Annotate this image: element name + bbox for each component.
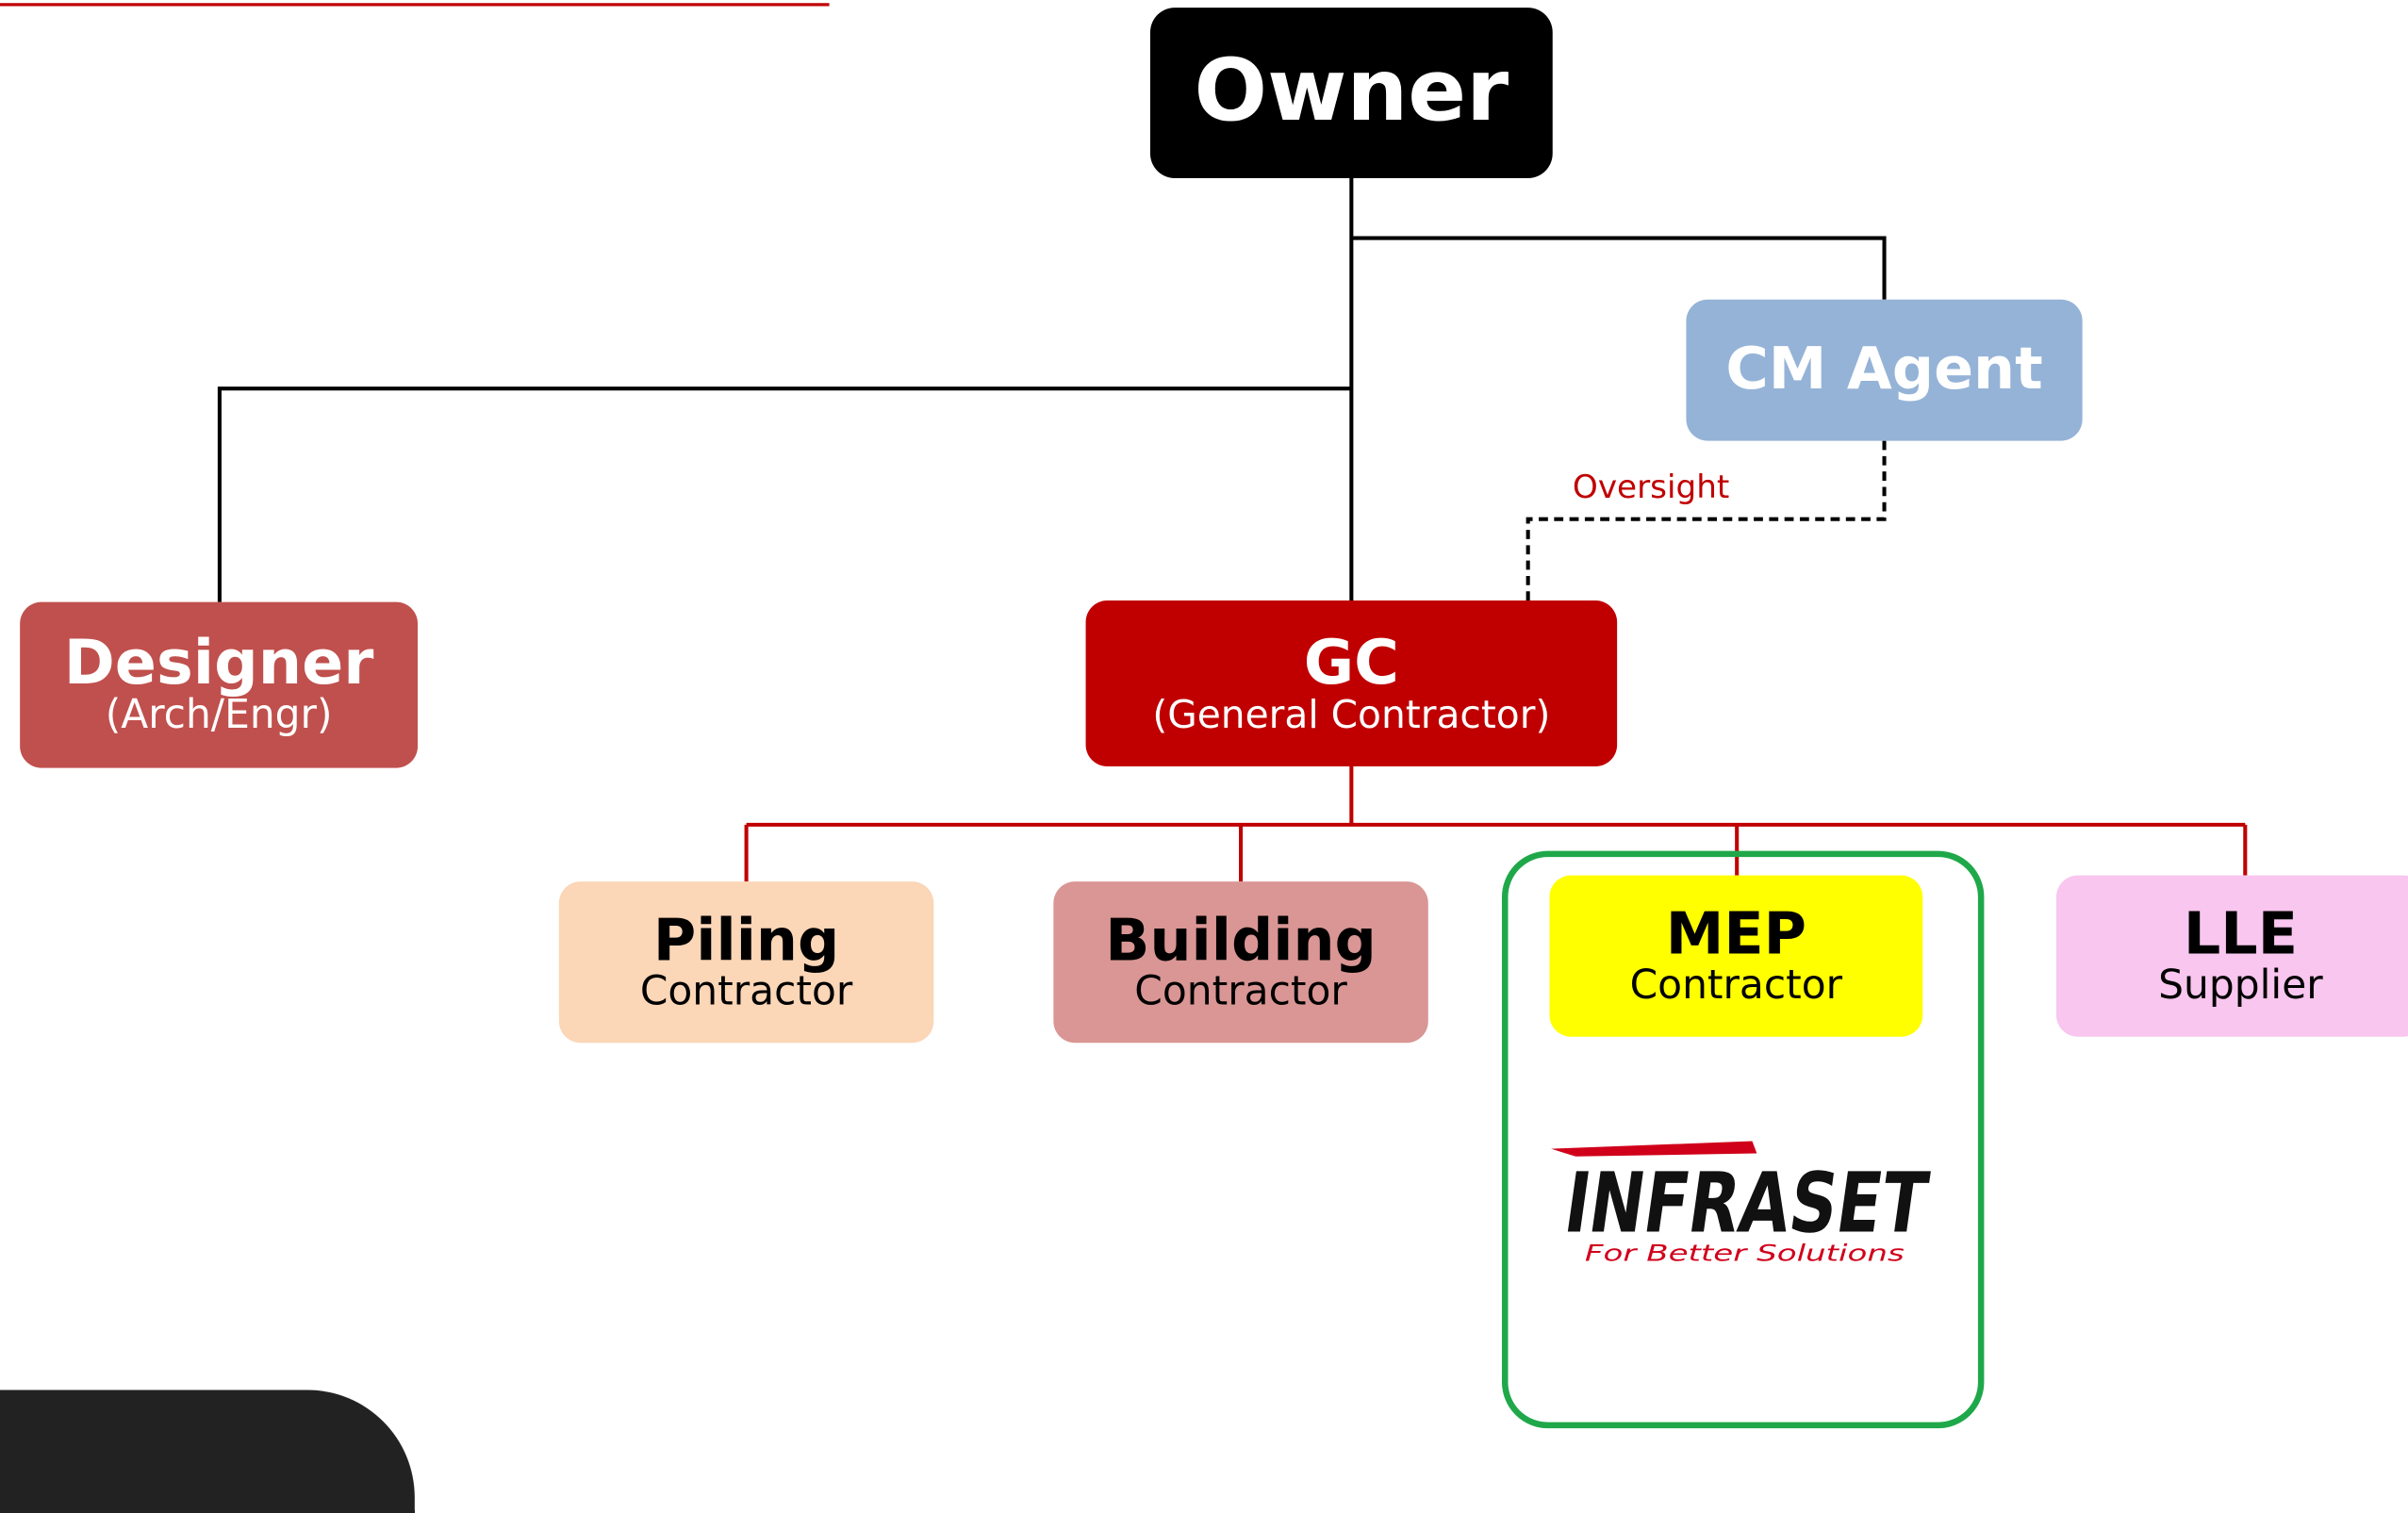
org-chart: Oversight Owner CM Agent Designer (Arch/… <box>0 3 2408 1513</box>
logo-tagline: For Better Solutions <box>1585 1240 1905 1267</box>
building-subtitle: Contractor <box>1134 968 1347 1015</box>
piling-title: Piling <box>652 906 840 974</box>
building-contractor-node: Building Contractor <box>1053 881 1428 1044</box>
gc-subtitle: (General Contractor) <box>1152 692 1551 737</box>
connector-lines <box>217 177 2248 882</box>
mep-contractor-node: MEP Contractor <box>1549 875 1923 1037</box>
owner-node: Owner <box>1149 8 1553 178</box>
mep-title: MEP <box>1665 899 1806 968</box>
lle-title: LLE <box>2183 899 2298 968</box>
owner-to-designer-line <box>217 386 1352 602</box>
designer-node: Designer (Arch/Engr) <box>20 601 419 768</box>
piling-contractor-node: Piling Contractor <box>558 881 934 1044</box>
infraset-logo: INFRASET For Better Solutions <box>1551 1141 1934 1267</box>
header-rule <box>0 3 830 7</box>
lle-subtitle: Supplier <box>2158 962 2323 1010</box>
building-title: Building <box>1105 906 1377 974</box>
gc-node: GC (General Contractor) <box>1085 600 1618 766</box>
oversight-label: Oversight <box>1572 468 1730 506</box>
mep-highlight-frame <box>1501 850 1985 1429</box>
mep-subtitle: Contractor <box>1629 962 1843 1010</box>
corner-decoration <box>0 1390 415 1513</box>
gc-title: GC <box>1303 628 1399 699</box>
piling-subtitle: Contractor <box>639 968 853 1015</box>
owner-to-cm-line <box>1351 236 1887 300</box>
designer-subtitle: (Arch/Engr) <box>105 693 333 740</box>
logo-swoosh <box>1551 1141 1757 1157</box>
cm-agent-node: CM Agent <box>1686 299 2083 441</box>
designer-title: Designer <box>63 628 374 699</box>
cm-agent-title: CM Agent <box>1725 335 2043 403</box>
oversight-dashed-line <box>1526 440 1887 601</box>
owner-title: Owner <box>1194 41 1509 142</box>
lle-supplier-node: LLE Supplier <box>2055 875 2408 1037</box>
logo-wordmark: INFRASET <box>1559 1155 1934 1252</box>
